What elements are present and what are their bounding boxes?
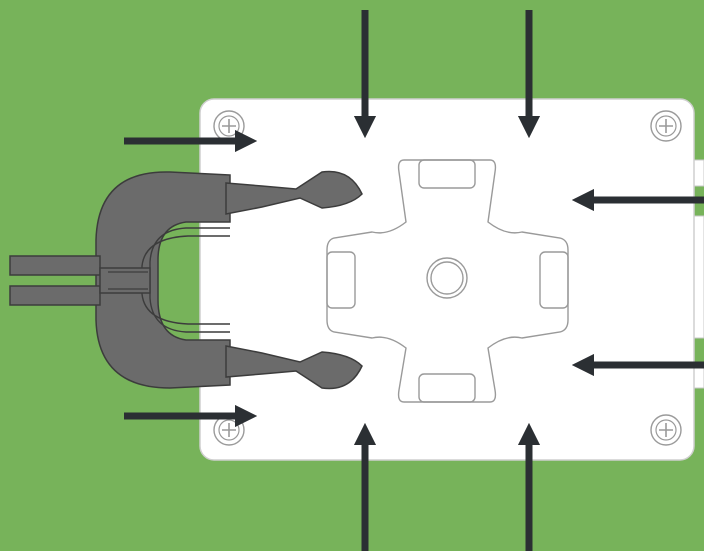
force-arrows	[124, 10, 704, 551]
mounting-plate	[199, 98, 695, 461]
rotor-cross	[326, 159, 569, 403]
phillips-screw-icon	[213, 414, 245, 446]
phillips-screw-icon	[650, 110, 682, 142]
phillips-screw-icon	[650, 414, 682, 446]
tubing-clip	[9, 170, 363, 390]
phillips-screw-icon	[213, 110, 245, 142]
